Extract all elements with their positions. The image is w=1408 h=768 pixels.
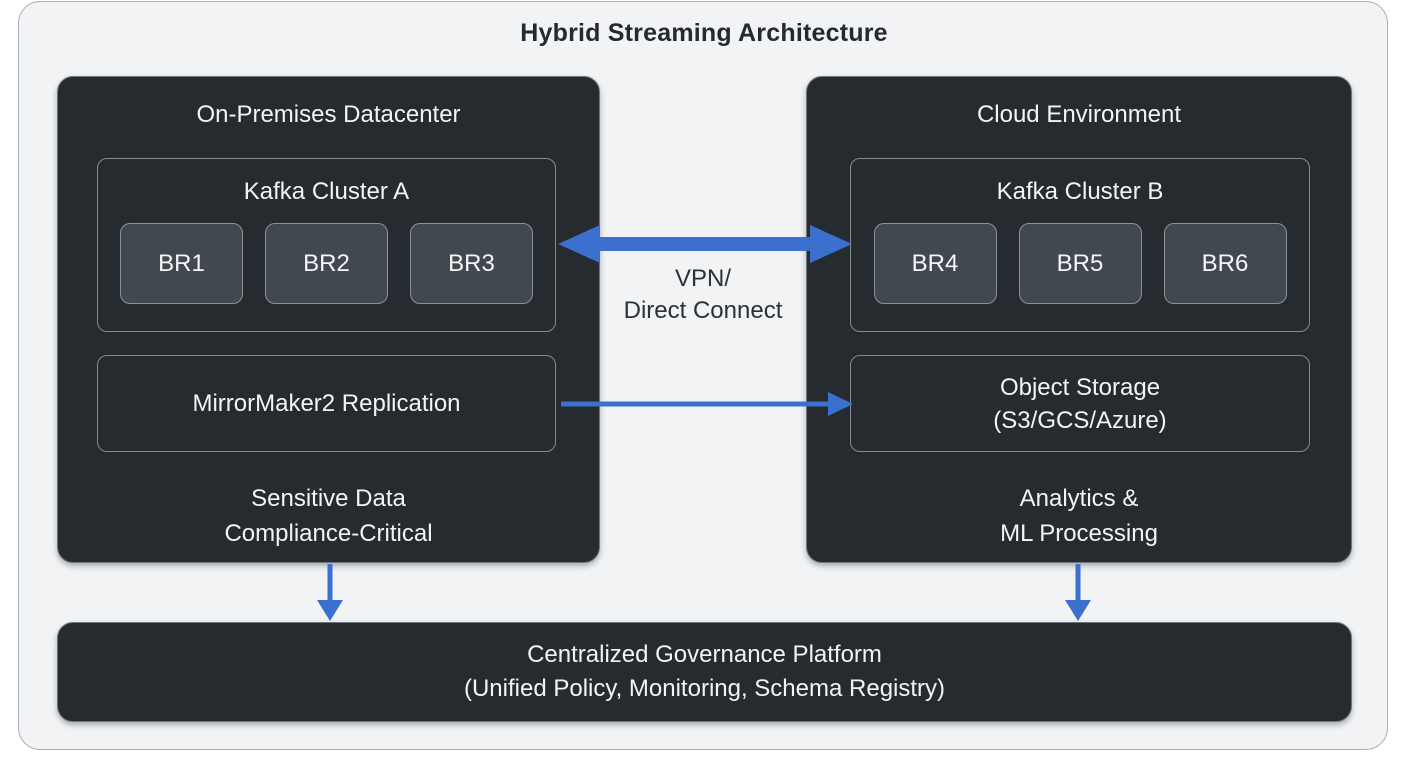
kafka-cluster-a-title: Kafka Cluster A xyxy=(243,178,410,205)
onprem-caption-line2: Compliance-Critical xyxy=(224,520,433,547)
onprem-caption: Sensitive Data Compliance-Critical xyxy=(58,481,599,551)
vpn-link-label-line2: Direct Connect xyxy=(623,297,783,324)
governance-platform-box: Centralized Governance Platform (Unified… xyxy=(57,622,1352,722)
kafka-cluster-a-box: Kafka Cluster A BR1 BR2 BR3 xyxy=(97,158,556,332)
object-storage-line2: (S3/GCS/Azure) xyxy=(993,406,1167,434)
broker-br3: BR3 xyxy=(410,223,533,304)
mirrormaker2-box: MirrorMaker2 Replication xyxy=(97,355,556,452)
broker-br6: BR6 xyxy=(1163,223,1287,304)
vpn-link-label: VPN/ Direct Connect xyxy=(600,263,806,327)
mirrormaker2-label: MirrorMaker2 Replication xyxy=(192,390,461,417)
broker-br4: BR4 xyxy=(873,223,997,304)
broker-br1: BR1 xyxy=(120,223,243,304)
onprem-zone-title: On-Premises Datacenter xyxy=(196,101,461,128)
diagram-title: Hybrid Streaming Architecture xyxy=(520,19,888,47)
onprem-caption-line1: Sensitive Data xyxy=(251,485,406,512)
broker-br2: BR2 xyxy=(265,223,388,304)
vpn-link-label-line1: VPN/ xyxy=(674,265,731,292)
governance-line2: (Unified Policy, Monitoring, Schema Regi… xyxy=(463,675,946,702)
broker-br5: BR5 xyxy=(1018,223,1142,304)
cloud-caption: Analytics & ML Processing xyxy=(807,481,1351,551)
onprem-zone-box: On-Premises Datacenter Kafka Cluster A B… xyxy=(57,76,600,563)
cloud-zone-title: Cloud Environment xyxy=(976,101,1182,128)
cloud-zone-box: Cloud Environment Kafka Cluster B BR4 BR… xyxy=(806,76,1352,563)
object-storage-line1: Object Storage xyxy=(999,373,1161,401)
kafka-cluster-b-box: Kafka Cluster B BR4 BR5 BR6 xyxy=(850,158,1310,332)
object-storage-box: Object Storage (S3/GCS/Azure) xyxy=(850,355,1310,452)
cluster-a-broker-row: BR1 BR2 BR3 xyxy=(98,223,555,304)
cluster-b-broker-row: BR4 BR5 BR6 xyxy=(851,223,1309,304)
cloud-caption-line1: Analytics & xyxy=(1019,485,1139,512)
cloud-caption-line2: ML Processing xyxy=(1000,520,1158,547)
governance-line1: Centralized Governance Platform xyxy=(527,641,882,668)
kafka-cluster-b-title: Kafka Cluster B xyxy=(996,178,1164,205)
